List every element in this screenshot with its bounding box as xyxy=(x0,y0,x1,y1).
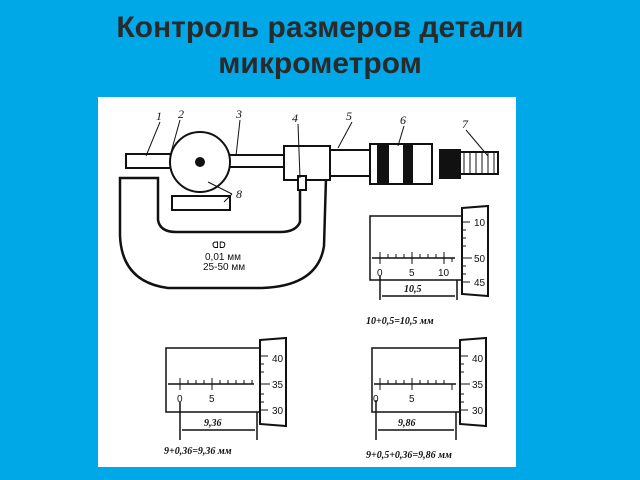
reading-2-thimble-mid: 35 xyxy=(272,380,284,391)
reading-1-thimble-mid: 50 xyxy=(474,254,486,265)
callout-2: 2 xyxy=(178,107,184,121)
frame-text-resolution: 0,01 мм xyxy=(205,252,241,263)
reading-2-thimble-top: 40 xyxy=(272,354,284,365)
reading-1-sleeve-5: 5 xyxy=(409,268,415,279)
callout-5: 5 xyxy=(346,109,352,123)
reading-2-scale xyxy=(165,336,287,440)
reading-1-formula: 10+0,5=10,5 мм xyxy=(366,316,434,327)
reading-1-thimble-top: 10 xyxy=(474,218,486,229)
callout-1: 1 xyxy=(156,109,162,123)
reading-3-thimble-mid: 35 xyxy=(472,380,484,391)
reading-3-formula: 9+0,5+0,36=9,86 мм xyxy=(366,450,452,461)
title-line-2: микрометром xyxy=(218,47,422,80)
callout-6: 6 xyxy=(400,113,406,127)
frame-logo-icon: ᗡᗞ xyxy=(212,240,226,250)
callout-leaders xyxy=(145,119,489,203)
reading-3-thimble-top: 40 xyxy=(472,354,484,365)
reading-1-scale xyxy=(369,204,489,300)
frame-text-range: 25-50 мм xyxy=(203,262,245,273)
reading-2-formula: 9+0,36=9,36 мм xyxy=(164,446,232,457)
reading-3-dimension: 9,86 xyxy=(398,418,416,429)
title-line-1: Контроль размеров детали xyxy=(116,11,524,44)
callout-3: 3 xyxy=(235,107,242,121)
stem xyxy=(329,149,371,177)
reading-1-sleeve-0: 0 xyxy=(377,268,383,279)
lock-screw xyxy=(297,175,307,191)
reading-3-sleeve-5: 5 xyxy=(409,394,415,405)
reading-3-sleeve-0: 0 xyxy=(373,394,379,405)
ratchet xyxy=(459,151,499,175)
callout-7: 7 xyxy=(462,117,469,131)
reading-2-sleeve-5: 5 xyxy=(209,394,215,405)
callout-8: 8 xyxy=(236,187,242,201)
reading-3-thimble-bottom: 30 xyxy=(472,406,484,417)
reading-3-scale xyxy=(371,336,487,440)
sleeve-housing xyxy=(283,145,331,181)
reading-1-thimble-bottom: 45 xyxy=(474,278,486,289)
reading-2-thimble-bottom: 30 xyxy=(272,406,284,417)
callout-4: 4 xyxy=(292,111,298,125)
micrometer-frame xyxy=(118,176,328,290)
base-block xyxy=(171,195,231,211)
reading-1-dimension: 10,5 xyxy=(404,284,422,295)
slide-title: Контроль размеров детали микрометром xyxy=(0,10,640,82)
micrometer-illustration xyxy=(118,131,499,290)
anvil xyxy=(125,153,175,169)
reading-2-dimension: 9,36 xyxy=(204,418,222,429)
reading-1-sleeve-10: 10 xyxy=(438,268,450,279)
reading-2-sleeve-0: 0 xyxy=(177,394,183,405)
